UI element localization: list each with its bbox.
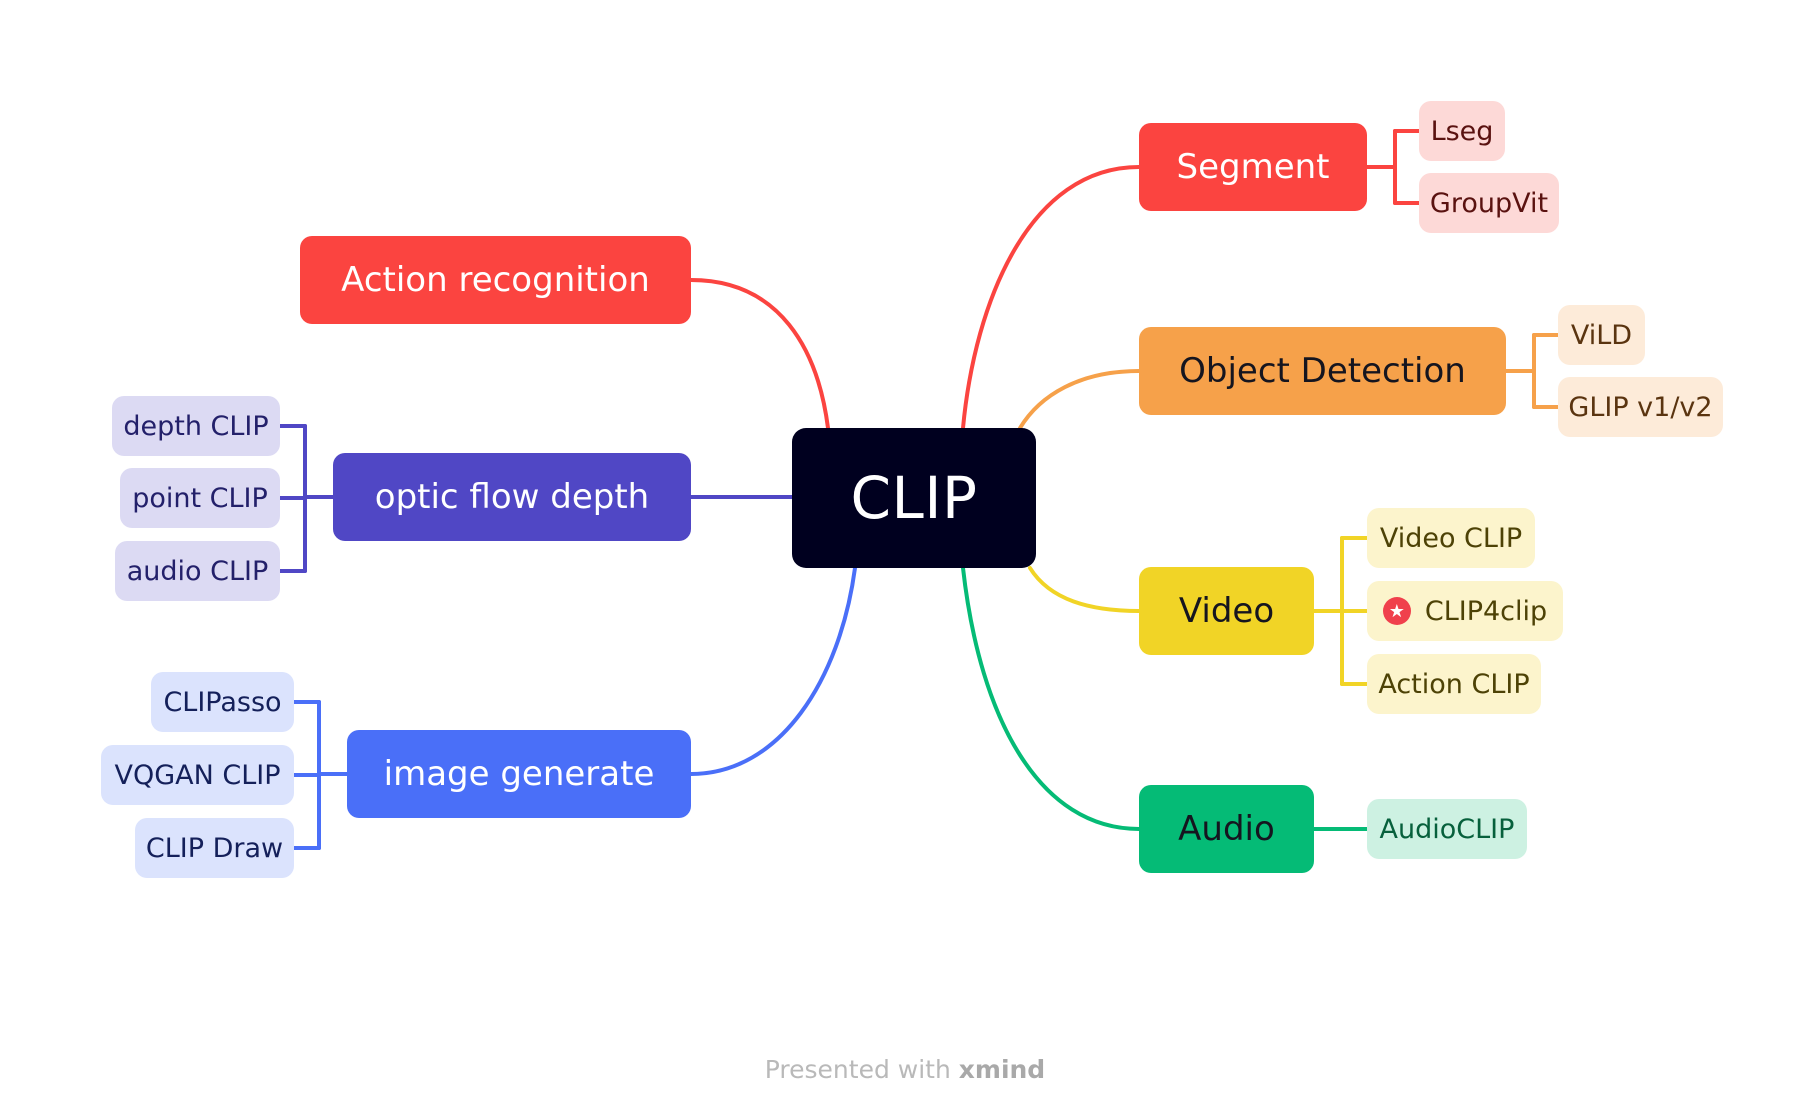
subtopic-label: CLIP Draw xyxy=(145,832,284,864)
subtopic-label: CLIP4clip xyxy=(1424,595,1548,627)
topic-label: Action recognition xyxy=(341,260,650,300)
subtopic-label: Video CLIP xyxy=(1379,522,1523,554)
subtopic-vild[interactable]: ViLD xyxy=(1558,305,1645,365)
subtopic-label: audio CLIP xyxy=(126,555,269,587)
connector-object-detection xyxy=(1018,369,1141,430)
connector-image-generate xyxy=(689,566,857,776)
topic-optic-flow-depth[interactable]: optic flow depth xyxy=(333,453,691,541)
topic-action-recognition[interactable]: Action recognition xyxy=(300,236,691,324)
subtopic-audioclip[interactable]: AudioCLIP xyxy=(1367,799,1527,859)
subtopic-video-clip[interactable]: Video CLIP xyxy=(1367,508,1535,568)
topic-label: Audio xyxy=(1178,809,1275,849)
subtopic-label: GLIP v1/v2 xyxy=(1568,391,1713,423)
footer-prefix: Presented with xyxy=(764,1055,951,1084)
subtopic-label: VQGAN CLIP xyxy=(114,759,281,791)
subtopic-clipasso[interactable]: CLIPasso xyxy=(151,672,294,732)
connector-segment xyxy=(961,165,1141,430)
central-topic-label: CLIP xyxy=(850,464,978,532)
topic-label: Object Detection xyxy=(1179,351,1466,391)
topic-segment[interactable]: Segment xyxy=(1139,123,1367,211)
subtopic-clip-draw[interactable]: CLIP Draw xyxy=(135,818,294,878)
subtopic-audio-clip[interactable]: audio CLIP xyxy=(115,541,280,601)
subtopic-label: ViLD xyxy=(1570,319,1633,351)
topic-video[interactable]: Video xyxy=(1139,567,1314,655)
subtopic-clip4clip[interactable]: ★ CLIP4clip xyxy=(1367,581,1563,641)
subtopic-label: Action CLIP xyxy=(1378,668,1530,700)
connector-audio xyxy=(961,566,1141,831)
topic-label: optic flow depth xyxy=(374,477,650,517)
subtopic-label: AudioCLIP xyxy=(1379,813,1515,845)
subtopic-label: Lseg xyxy=(1430,115,1494,147)
connector-video xyxy=(1028,566,1141,613)
subtopic-glip[interactable]: GLIP v1/v2 xyxy=(1558,377,1723,437)
topic-audio[interactable]: Audio xyxy=(1139,785,1314,873)
subtopic-label: GroupVit xyxy=(1429,187,1549,219)
subtopic-label: point CLIP xyxy=(132,482,268,514)
topic-label: image generate xyxy=(383,754,655,794)
subtopic-point-clip[interactable]: point CLIP xyxy=(120,468,280,528)
subtopic-label: depth CLIP xyxy=(123,410,269,442)
topic-label: Segment xyxy=(1176,147,1330,187)
subtopic-action-clip[interactable]: Action CLIP xyxy=(1367,654,1541,714)
subtopic-vqgan-clip[interactable]: VQGAN CLIP xyxy=(101,745,294,805)
subtopic-lseg[interactable]: Lseg xyxy=(1419,101,1505,161)
topic-object-detection[interactable]: Object Detection xyxy=(1139,327,1506,415)
topic-image-generate[interactable]: image generate xyxy=(347,730,691,818)
subtopic-label: CLIPasso xyxy=(163,686,282,718)
subtopic-depth-clip[interactable]: depth CLIP xyxy=(112,396,280,456)
subtopic-groupvit[interactable]: GroupVit xyxy=(1419,173,1559,233)
topic-label: Video xyxy=(1178,591,1275,631)
star-icon: ★ xyxy=(1382,597,1411,625)
xmind-logo: xmind xyxy=(958,1055,1046,1084)
central-topic-clip[interactable]: CLIP xyxy=(792,428,1036,568)
connector-action-recognition xyxy=(689,278,830,430)
footer-credit: Presented with xmind xyxy=(0,1055,1810,1084)
